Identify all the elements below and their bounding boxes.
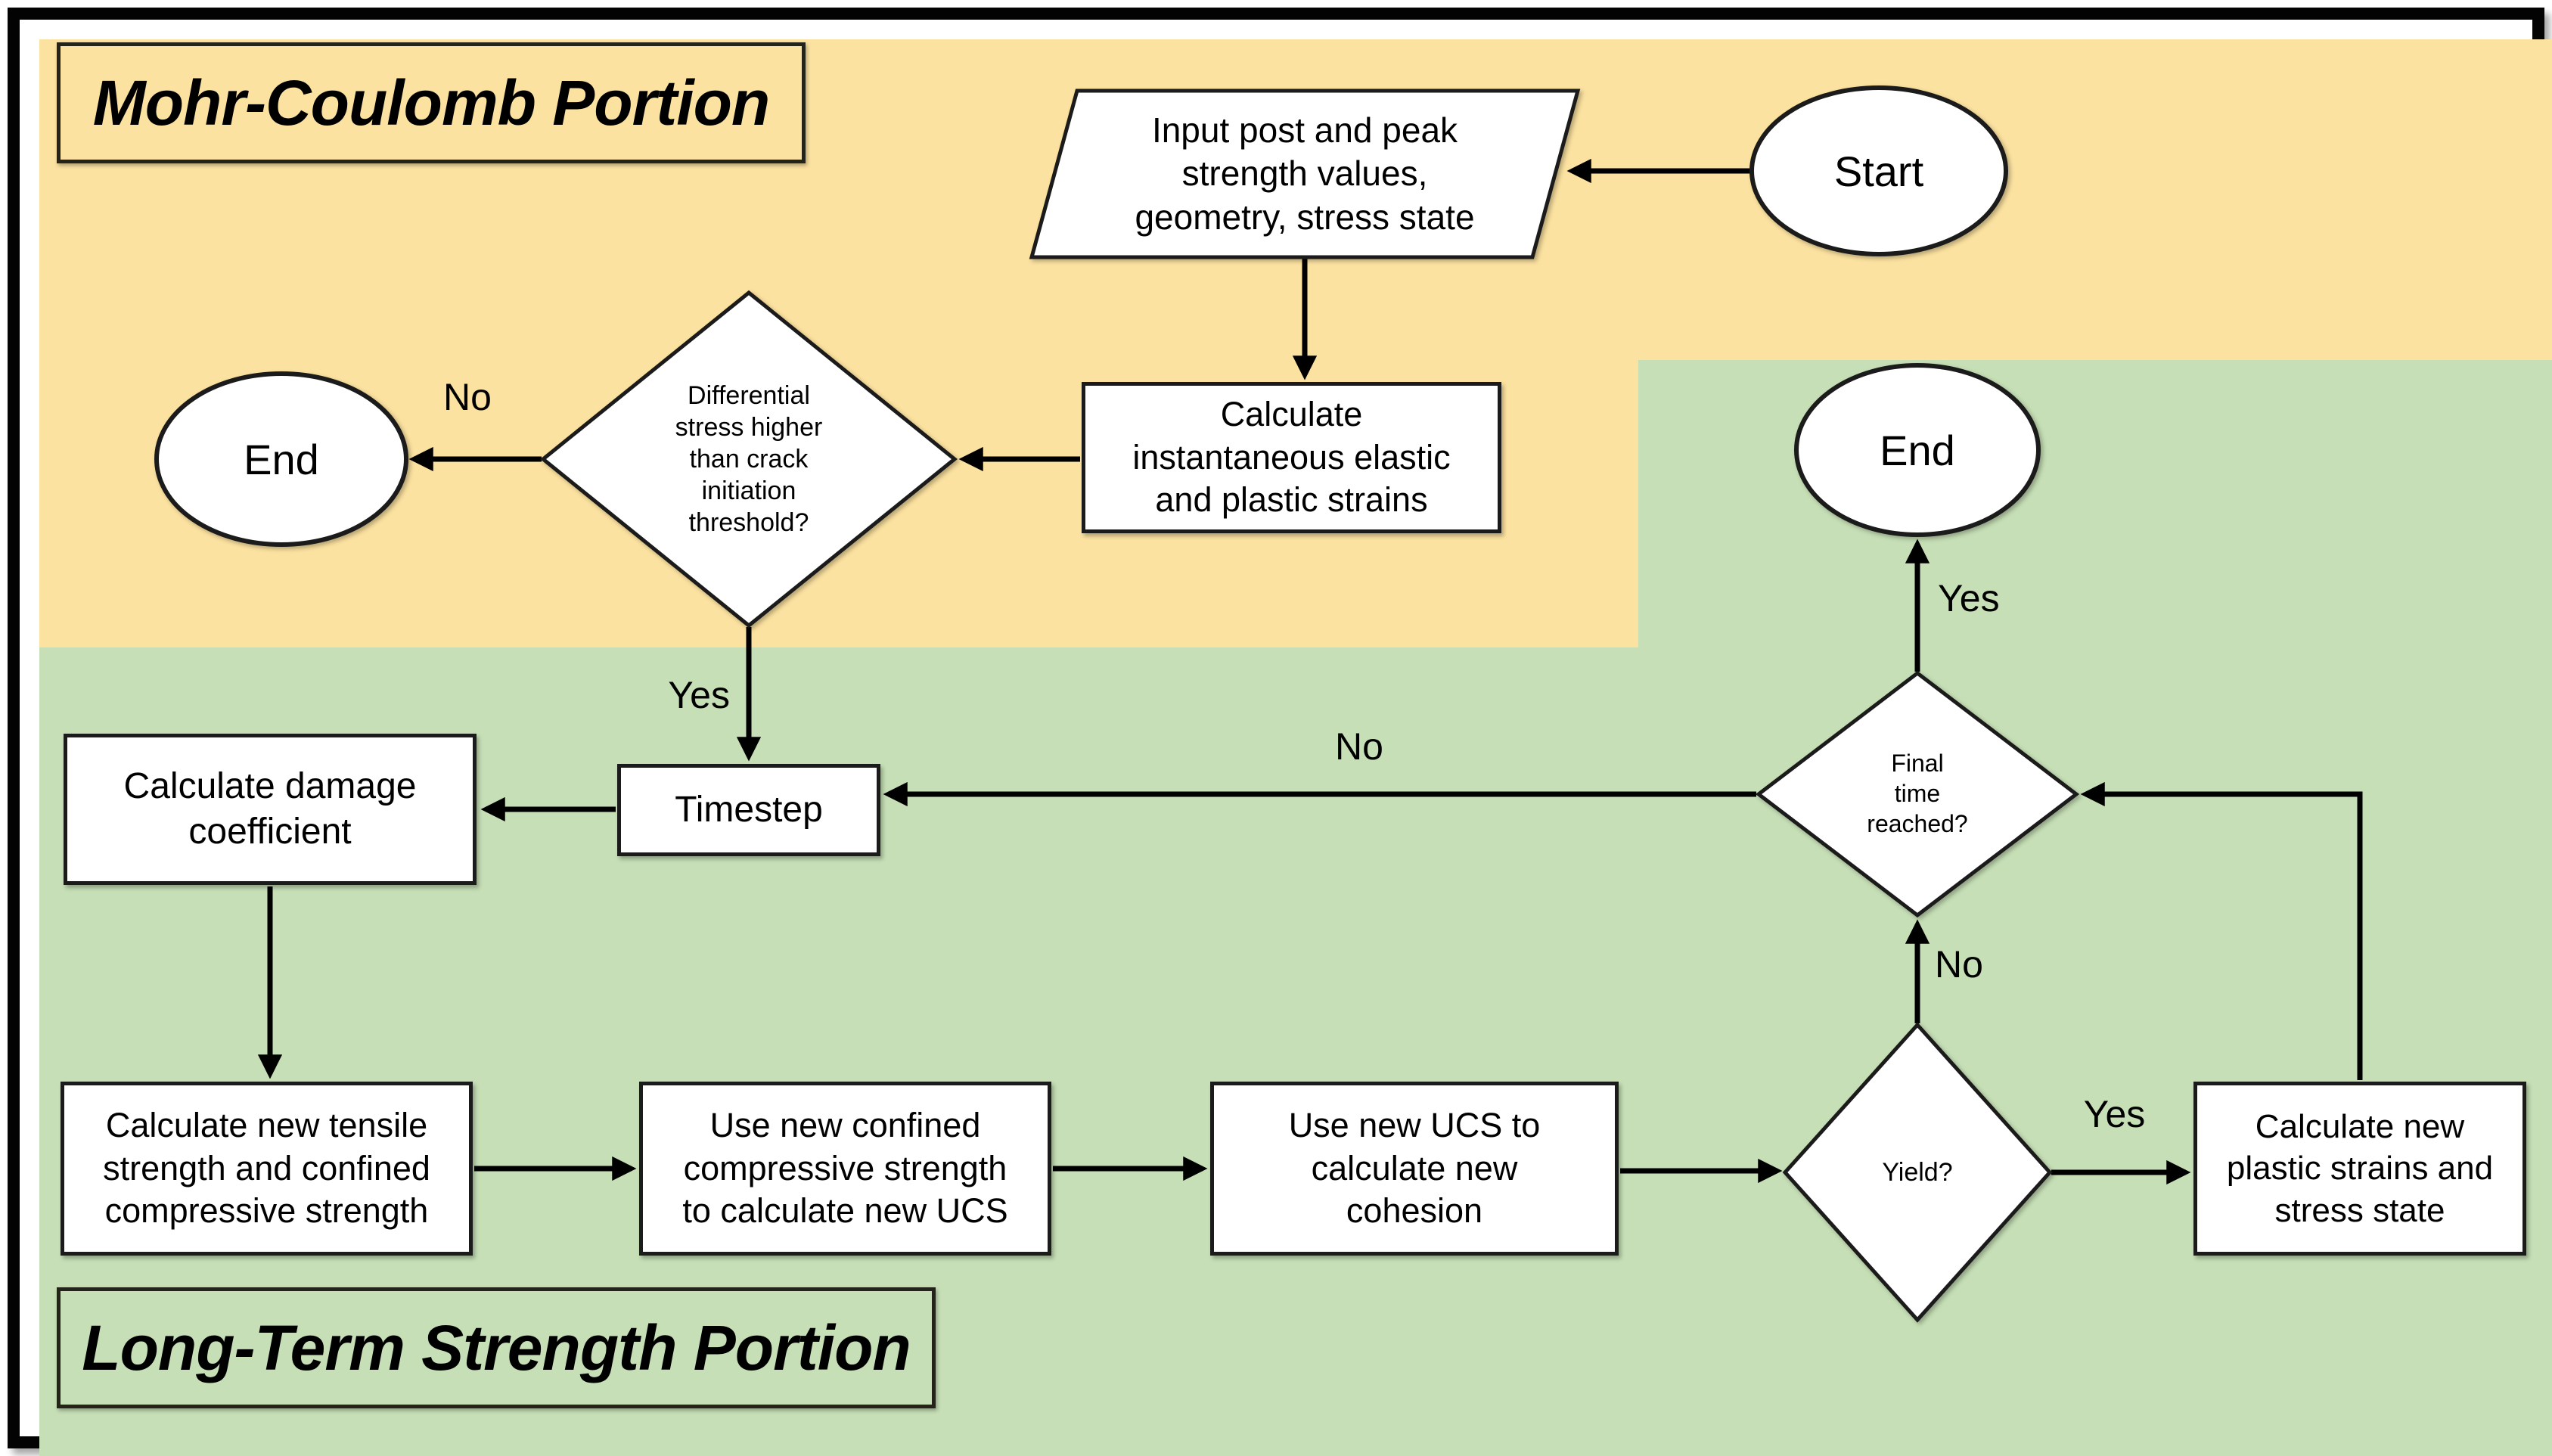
node-use-new-ucs: Use new UCS to calculate new cohesion: [1210, 1082, 1619, 1256]
crack-decision-diamond: [540, 290, 958, 629]
yield-decision-label: Yield?: [1882, 1157, 1953, 1187]
end-right-label: End: [1880, 426, 1955, 474]
node-timestep: Timestep: [617, 764, 880, 856]
edge-label-final-no: No: [1335, 725, 1383, 768]
edge-label-yield-no: No: [1935, 943, 1983, 986]
start-ellipse: [1749, 85, 2008, 256]
end-right-ellipse: [1794, 363, 2041, 537]
end-left-label: End: [244, 435, 319, 483]
edge-label-crack-no: No: [443, 376, 492, 418]
edge-calc-plastic-to-final-decision: [2080, 781, 2363, 1080]
edge-label-crack-yes: Yes: [668, 674, 730, 716]
mohr-coulomb-title: Mohr-Coulomb Portion: [57, 42, 806, 163]
crack-decision-label: Differential stress higher than crack in…: [675, 380, 823, 538]
final-time-decision-label: Final time reached?: [1867, 750, 1968, 837]
start-label: Start: [1833, 147, 1924, 195]
node-calculate-strains: Calculate instantaneous elastic and plas…: [1082, 382, 1501, 533]
end-left-ellipse: [154, 371, 408, 547]
node-use-confined-strength: Use new confined compressive strength to…: [639, 1082, 1051, 1256]
node-calculate-tensile-strength: Calculate new tensile strength and confi…: [61, 1082, 473, 1256]
input-parallelogram: [1029, 88, 1581, 259]
final-time-decision-diamond: [1755, 670, 2080, 918]
edge-label-final-yes: Yes: [1938, 577, 2000, 619]
edge-label-yield-yes: Yes: [2083, 1093, 2146, 1135]
node-calculate-plastic-strains: Calculate new plastic strains and stress…: [2193, 1082, 2526, 1256]
long-term-title: Long-Term Strength Portion: [57, 1287, 936, 1408]
yield-decision-diamond: [1782, 1022, 2053, 1323]
input-label: Input post and peak strength values, geo…: [1135, 110, 1475, 237]
node-calculate-damage-coefficient: Calculate damage coefficient: [64, 734, 477, 885]
